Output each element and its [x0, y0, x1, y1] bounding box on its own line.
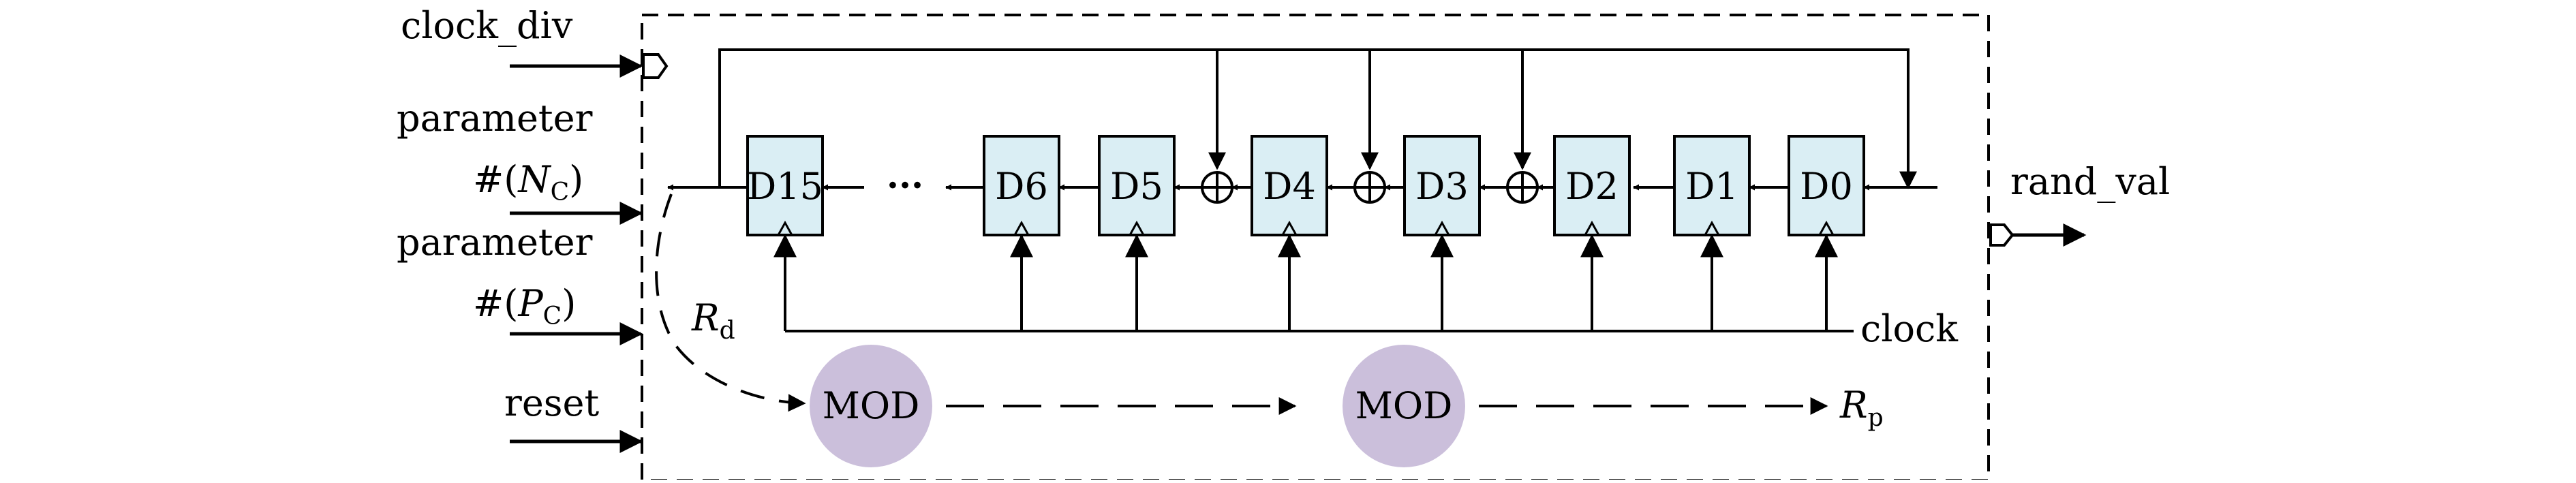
reset-label: reset	[504, 381, 599, 424]
svg-text:D1: D1	[1685, 165, 1738, 208]
xor-gate-3	[1506, 171, 1539, 204]
register-d1: D1	[1673, 135, 1751, 236]
xor-gate-2	[1353, 171, 1386, 204]
svg-text:D2: D2	[1565, 165, 1619, 208]
param-p-expression: #(PC)	[473, 282, 576, 330]
svg-text:MOD: MOD	[823, 384, 920, 427]
register-d6: D6	[983, 135, 1060, 236]
mod-block-2: MOD	[1343, 345, 1465, 467]
xor-gate-1	[1201, 171, 1233, 204]
svg-text:D0: D0	[1800, 165, 1853, 208]
svg-text:D3: D3	[1415, 165, 1469, 208]
clock-label: clock	[1860, 307, 1959, 350]
mod-block-1: MOD	[810, 345, 932, 467]
register-d5: D5	[1098, 135, 1176, 236]
clock-div-label: clock_div	[401, 4, 573, 47]
clock-bus	[773, 234, 1854, 332]
svg-text:D5: D5	[1110, 165, 1163, 208]
rand-val-label: rand_val	[2010, 160, 2170, 203]
param-n-expression: #(NC)	[473, 158, 583, 206]
rp-label: Rp	[1839, 384, 1884, 432]
register-d2: D2	[1553, 135, 1631, 236]
register-d15: D15	[746, 135, 824, 236]
register-d4: D4	[1251, 135, 1328, 236]
param-p-label: parameter	[397, 221, 593, 264]
param-n-label: parameter	[397, 97, 593, 140]
rd-dashed-path	[655, 193, 806, 412]
svg-text:MOD: MOD	[1355, 384, 1453, 427]
rd-label: Rd	[691, 296, 735, 345]
input-clock-div	[510, 53, 669, 79]
svg-text:D4: D4	[1263, 165, 1316, 208]
svg-text:D15: D15	[747, 165, 823, 208]
svg-text:D6: D6	[995, 165, 1048, 208]
ellipsis: ···	[887, 165, 923, 206]
feedback-path	[718, 48, 1917, 189]
register-d0: D0	[1788, 135, 1865, 236]
register-d3: D3	[1403, 135, 1481, 236]
output-rand-val	[1989, 223, 2087, 247]
module-boundary	[641, 14, 1990, 482]
